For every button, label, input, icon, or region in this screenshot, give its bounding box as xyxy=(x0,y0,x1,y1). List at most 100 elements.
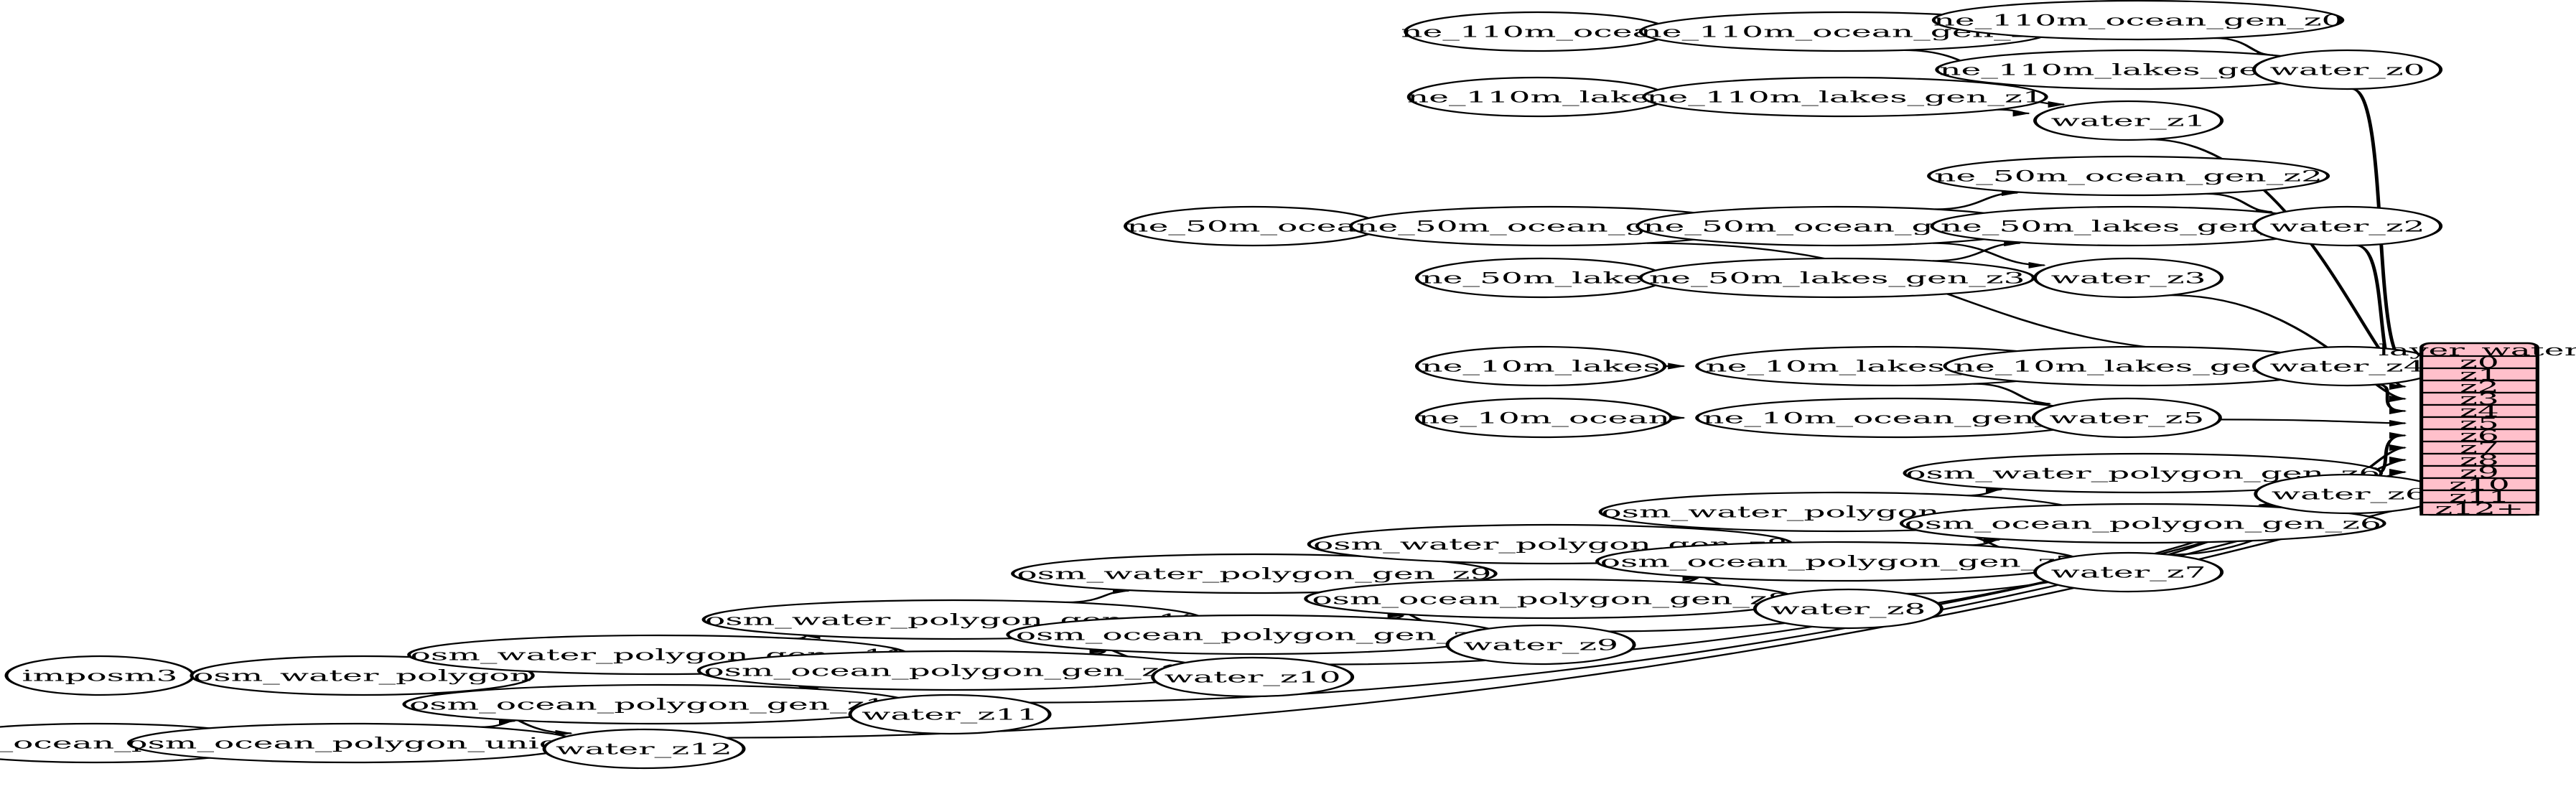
edge-ne_50m_ocean_gen_z3-to-water_z3 xyxy=(1933,242,2047,269)
node-ne_50m_lakes[interactable]: ne_50m_lakes xyxy=(1414,257,1667,299)
node-ellipse xyxy=(1151,656,1355,698)
node-osm_water_polygon_gen_z9[interactable]: osm_water_polygon_gen_z9 xyxy=(1011,553,1498,594)
node-osm_ocean_polygon_gen_z6[interactable]: osm_ocean_polygon_gen_z6 xyxy=(1899,503,2386,544)
node-label: osm_ocean_polygon_gen_z11 xyxy=(409,696,907,714)
node-osm_ocean_polygon_gen_z7[interactable]: osm_ocean_polygon_gen_z7 xyxy=(1595,541,2082,582)
node-water_z8[interactable]: water_z8 xyxy=(1753,588,1943,630)
node-ellipse xyxy=(1642,76,2048,118)
node-ellipse xyxy=(1899,503,2386,544)
node-ne_110m_lakes[interactable]: ne_110m_lakes xyxy=(1406,76,1669,118)
edge-ne_110m_lakes_gen_z1-to-water_z1 xyxy=(1997,108,2031,117)
node-water_z10[interactable]: water_z10 xyxy=(1151,656,1355,698)
node-label: water_z8 xyxy=(1770,600,1926,618)
node-label: water_z3 xyxy=(2051,269,2206,287)
node-label: water_z1 xyxy=(2051,112,2206,130)
node-label: ne_110m_lakes_gen_z1 xyxy=(1646,88,2044,106)
layer-water-table: layer_waterz0z1z2z3z4z5z6z7z8z9z10z11z12… xyxy=(2379,342,2576,518)
node-ellipse xyxy=(848,694,1052,735)
node-label: ne_10m_ocean_gen_z5 xyxy=(1702,409,2091,427)
node-osm_ocean_polygon_gen_z8[interactable]: osm_ocean_polygon_gen_z8 xyxy=(1304,578,1797,620)
node-label: water_z10 xyxy=(1165,668,1341,686)
node-label: ne_50m_ocean xyxy=(1126,218,1378,235)
node-ellipse xyxy=(1414,345,1667,387)
node-water_z12[interactable]: water_z12 xyxy=(542,728,746,770)
edge-water_z4-to-layer_water.z4 xyxy=(2376,383,2407,414)
node-label: ne_110m_ocean_gen_z0 xyxy=(1933,11,2343,29)
node-label: water_z6 xyxy=(2272,485,2427,503)
node-label: ne_50m_lakes xyxy=(1421,269,1661,287)
node-ellipse xyxy=(1011,553,1498,594)
node-water_z2[interactable]: water_z2 xyxy=(2252,205,2443,247)
node-water_z11[interactable]: water_z11 xyxy=(848,694,1052,735)
edge-ne_10m_lakes_gen_z5-to-water_z5 xyxy=(1973,383,2052,407)
node-ellipse xyxy=(1753,588,1943,630)
edge-ne_50m_ocean_gen_z2-to-water_z2 xyxy=(2206,192,2274,215)
node-ne_50m_ocean[interactable]: ne_50m_ocean xyxy=(1124,205,1382,247)
node-label: water_z2 xyxy=(2270,218,2425,235)
node-ne_110m_lakes_gen_z1[interactable]: ne_110m_lakes_gen_z1 xyxy=(1642,76,2048,118)
node-label: imposm3 xyxy=(22,667,178,685)
node-ellipse xyxy=(542,728,746,770)
node-label: osm_ocean_polygon_union xyxy=(127,734,581,752)
node-ellipse xyxy=(2033,100,2224,141)
node-label: osm_water_polygon xyxy=(193,667,531,685)
node-water_z7[interactable]: water_z7 xyxy=(2033,551,2224,593)
node-ellipse xyxy=(1903,452,2384,494)
node-water_z0[interactable]: water_z0 xyxy=(2252,49,2443,90)
node-label: water_z7 xyxy=(2051,564,2206,582)
node-label: ne_10m_lakes xyxy=(1421,358,1661,375)
node-ellipse xyxy=(2033,551,2224,593)
node-ellipse xyxy=(2033,257,2224,299)
node-ellipse xyxy=(1927,155,2330,197)
node-label: ne_10m_ocean xyxy=(1418,409,1670,427)
node-water_z3[interactable]: water_z3 xyxy=(2033,257,2224,299)
node-label: water_z9 xyxy=(1463,636,1618,654)
edge-osm_water_polygon_gen_z10-to-osm_water_polygon_gen_z9 xyxy=(1066,587,1131,604)
node-ne_50m_lakes_gen_z3[interactable]: ne_50m_lakes_gen_z3 xyxy=(1638,257,2035,299)
edge-osm_ocean_polygon_union-to-osm_ocean_polygon_gen_z11 xyxy=(480,717,517,728)
edge-ne_50m_ocean_gen_z3-to-ne_50m_ocean_gen_z2 xyxy=(1935,190,2020,210)
node-label: ne_110m_lakes xyxy=(1407,88,1668,106)
node-osm_ocean_polygon_union[interactable]: osm_ocean_polygon_union xyxy=(126,722,582,764)
nodes-layer: imposm3 osm_water_polygon osm_ocean_polygo… xyxy=(0,0,2445,770)
node-label: water_z4 xyxy=(2270,358,2425,375)
node-ne_110m_ocean[interactable]: ne_110m_ocean xyxy=(1401,11,1674,52)
layer-water-row-label: z12+ xyxy=(2435,500,2524,518)
node-ellipse xyxy=(1445,624,1636,666)
node-water_z6[interactable]: water_z6 xyxy=(2254,473,2445,515)
node-ne_10m_ocean_gen_z5[interactable]: ne_10m_ocean_gen_z5 xyxy=(1695,397,2099,439)
node-ne_10m_ocean[interactable]: ne_10m_ocean xyxy=(1414,397,1674,439)
node-ne_10m_lakes[interactable]: ne_10m_lakes xyxy=(1414,345,1667,387)
node-label: water_z11 xyxy=(862,706,1038,724)
node-label: osm_water_polygon_gen_z9 xyxy=(1017,565,1491,583)
node-label: osm_ocean_polygon_gen_z7 xyxy=(1600,553,2077,571)
layer-water-row-z12+[interactable] xyxy=(2419,501,2539,516)
edge-osm_water_polygon_gen_z7-to-osm_water_polygon_gen_z6 xyxy=(1966,486,2004,497)
node-osm_ocean_polygon_gen_z9[interactable]: osm_ocean_polygon_gen_z9 xyxy=(1006,614,1503,655)
node-osm_ocean_polygon_gen_z11[interactable]: osm_ocean_polygon_gen_z11 xyxy=(402,683,915,725)
node-water_z9[interactable]: water_z9 xyxy=(1445,624,1636,666)
node-label: water_z0 xyxy=(2270,61,2425,79)
node-imposm3[interactable]: imposm3 xyxy=(4,655,195,696)
node-ellipse xyxy=(1931,0,2345,41)
node-water_z5[interactable]: water_z5 xyxy=(2031,397,2222,439)
node-label: ne_110m_ocean xyxy=(1401,23,1674,41)
node-label: osm_ocean_polygon_gen_z10 xyxy=(704,662,1202,680)
node-osm_ocean_polygon_gen_z10[interactable]: osm_ocean_polygon_gen_z10 xyxy=(696,650,1210,691)
node-ellipse xyxy=(2252,205,2443,247)
node-label: osm_ocean_polygon_gen_z8 xyxy=(1312,590,1788,608)
node-label: water_z5 xyxy=(2049,409,2204,427)
node-label: ne_50m_ocean_gen_z2 xyxy=(1934,167,2323,185)
node-label: osm_ocean_polygon_gen_z9 xyxy=(1016,626,1493,644)
node-ellipse xyxy=(2031,397,2222,439)
node-label: water_z12 xyxy=(556,740,732,758)
node-ne_110m_ocean_gen_z0[interactable]: ne_110m_ocean_gen_z0 xyxy=(1931,0,2345,41)
node-label: osm_ocean_polygon_gen_z6 xyxy=(1905,515,2381,533)
edge-water_z5-to-layer_water.z5 xyxy=(2219,419,2407,426)
node-ne_50m_ocean_gen_z2[interactable]: ne_50m_ocean_gen_z2 xyxy=(1927,155,2330,197)
edge-ne_50m_lakes_gen_z3-to-ne_50m_lakes_gen_z2 xyxy=(1932,240,2022,262)
node-water_z1[interactable]: water_z1 xyxy=(2033,100,2224,141)
node-label: ne_50m_lakes_gen_z3 xyxy=(1649,269,2025,287)
